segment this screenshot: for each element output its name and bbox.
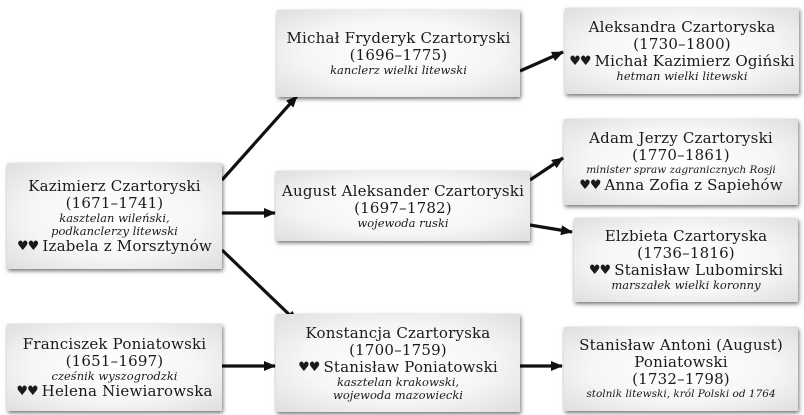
person-years: (1732–1798) [632, 370, 730, 388]
person-title: podkanclerzy litewski [51, 223, 178, 238]
person-years: (1651–1697) [65, 351, 164, 370]
spouse-name: Helena Niewiarowska [41, 381, 213, 400]
person-box-adam-jerzy-czartoryski: Adam Jerzy Czartoryski (1770–1861) minis… [564, 119, 798, 205]
marriage-hearts-icon: ♥♥ [298, 359, 320, 375]
marriage-hearts-icon: ♥♥ [579, 178, 601, 193]
person-name: Franciszek Poniatowski [22, 334, 207, 353]
spouse-line: ♥♥ Helena Niewiarowska [16, 381, 213, 400]
person-name: Michał Fryderyk Czartoryski [286, 29, 511, 47]
spouse-name: Izabela z Morsztynów [42, 236, 212, 255]
person-box-franciszek-poniatowski: Franciszek Poniatowski (1651–1697) cześn… [7, 324, 222, 411]
person-title: stolnik litewski, król Polski od 1764 [586, 388, 776, 400]
person-name: Stanisław Antoni (August) [579, 336, 783, 354]
arrow-august-to-adam [529, 156, 564, 182]
arrow-michal-to-aleksandra [519, 50, 564, 73]
person-box-stanislaw-antoni-poniatowski: Stanisław Antoni (August) Poniatowski (1… [564, 327, 798, 411]
person-name: Adam Jerzy Czartoryski [589, 129, 773, 147]
spouse-line: ♥♥ Stanisław Poniatowski [298, 357, 498, 376]
person-title: kanclerz wielki litewski [330, 63, 467, 77]
spouse-line: ♥♥ Stanisław Lubomirski [589, 262, 783, 279]
person-title: cześnik wyszogrodzki [51, 368, 178, 383]
person-years: (1671–1741) [65, 193, 164, 212]
marriage-hearts-icon: ♥♥ [569, 54, 591, 69]
marriage-hearts-icon: ♥♥ [17, 238, 39, 254]
spouse-name: Anna Zofia z Sapiehów [604, 176, 783, 194]
person-title: wojewoda ruski [357, 215, 449, 230]
arrow-kazimierz-to-konstancja [220, 248, 299, 324]
person-years: (1770–1861) [632, 146, 730, 164]
person-years: (1696–1775) [349, 46, 448, 64]
arrow-august-to-elzbieta [529, 223, 573, 236]
person-title: minister spraw zagranicznych Rosji [586, 164, 776, 176]
spouse-line: ♥♥ Izabela z Morsztynów [17, 236, 212, 255]
person-name: Kazimierz Czartoryski [28, 176, 201, 195]
person-name: Elzbieta Czartoryska [604, 227, 768, 245]
person-years: (1736–1816) [637, 244, 735, 262]
person-years: (1700–1759) [349, 340, 447, 359]
spouse-line: ♥♥ Anna Zofia z Sapiehów [579, 177, 783, 194]
marriage-hearts-icon: ♥♥ [16, 383, 38, 399]
person-years: (1697–1782) [354, 198, 452, 217]
person-name: Poniatowski [634, 353, 728, 371]
spouse-name: Michał Kazimierz Ogiński [594, 52, 795, 70]
spouse-title: kasztelan krakowski, [336, 374, 460, 389]
person-box-kazimierz-czartoryski: Kazimierz Czartoryski (1671–1741) kaszte… [7, 163, 222, 269]
spouse-name: Stanisław Lubomirski [614, 261, 784, 279]
person-box-michal-fryderyk-czartoryski: Michał Fryderyk Czartoryski (1696–1775) … [277, 10, 520, 97]
person-name: Aleksandra Czartoryska [588, 18, 776, 36]
person-box-august-aleksander-czartoryski: August Aleksander Czartoryski (1697–1782… [276, 171, 530, 241]
spouse-title: marszałek wielki koronny [611, 278, 761, 292]
spouse-name: Stanisław Poniatowski [323, 357, 498, 376]
person-title: kasztelan wileński, [59, 210, 170, 225]
person-years: (1730–1800) [633, 35, 731, 53]
spouse-title: hetman wielki litewski [616, 69, 748, 83]
spouse-title: wojewoda mazowiecki [333, 387, 463, 402]
person-box-konstancja-czartoryska: Konstancja Czartoryska (1700–1759) ♥♥ St… [276, 314, 520, 412]
person-box-aleksandra-czartoryska: Aleksandra Czartoryska (1730–1800) ♥♥ Mi… [565, 8, 799, 94]
marriage-hearts-icon: ♥♥ [588, 263, 611, 278]
spouse-line: ♥♥ Michał Kazimierz Ogiński [569, 53, 794, 70]
person-box-elzbieta-czartoryska: Elzbieta Czartoryska (1736–1816) ♥♥ Stan… [574, 218, 798, 302]
person-name: August Aleksander Czartoryski [281, 181, 525, 200]
arrow-kazimierz-to-michal [220, 94, 299, 182]
person-name: Konstancja Czartoryska [305, 323, 491, 342]
